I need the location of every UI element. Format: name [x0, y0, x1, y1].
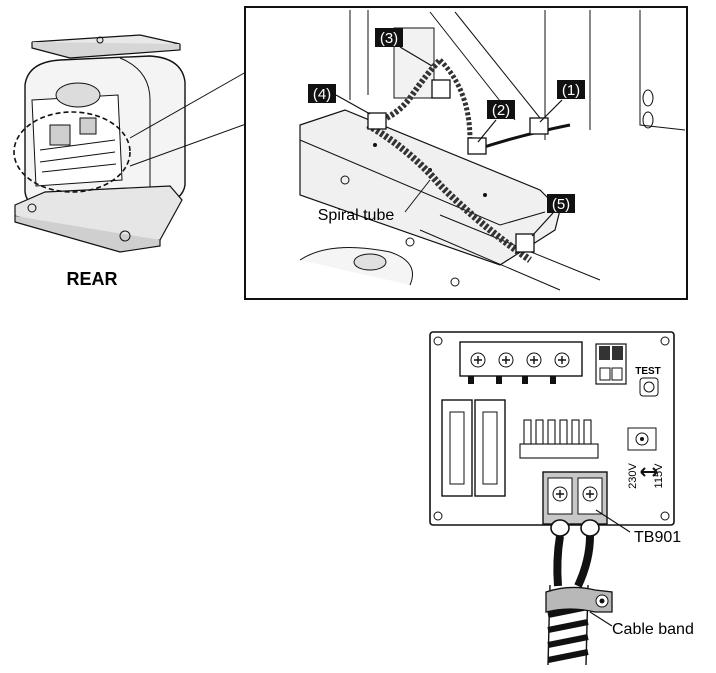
svg-text:(2): (2) — [492, 102, 510, 119]
callout-3: (3) — [375, 28, 433, 67]
test-label: TEST — [635, 366, 661, 377]
unit-rear-illustration — [13, 34, 247, 253]
callout-1: (1) — [539, 80, 585, 123]
double-arrow-icon — [640, 467, 658, 477]
clamp-4 — [367, 112, 387, 130]
relay-1 — [441, 399, 473, 497]
test-button — [639, 377, 659, 397]
svg-text:(4): (4) — [313, 86, 331, 103]
spiral-tube-detail — [244, 6, 688, 300]
rear-label: REAR — [66, 269, 117, 289]
spiral-tube-label: Spiral tube — [318, 207, 395, 224]
voltage-115v-label: 115V — [653, 463, 665, 489]
clamp-3 — [431, 79, 451, 99]
heat-sink — [519, 419, 599, 459]
tb901-label: TB901 — [634, 529, 681, 546]
cable-band — [545, 586, 613, 613]
power-cables — [547, 519, 600, 666]
svg-text:(1): (1) — [562, 82, 580, 99]
callout-4: (4) — [308, 84, 371, 115]
detail-highlight-ellipse — [13, 111, 131, 193]
svg-text:(5): (5) — [552, 196, 570, 213]
svg-text:(3): (3) — [380, 30, 398, 47]
clamp-1 — [529, 117, 549, 135]
voltage-230v-label: 230V — [627, 462, 639, 488]
relay-2 — [474, 399, 506, 497]
callout-2: (2) — [477, 100, 515, 143]
callout-5: (5) — [531, 194, 575, 237]
control-board: TEST 230V 115V — [429, 331, 675, 526]
clamp-5 — [515, 233, 535, 253]
clamp-2 — [467, 137, 487, 155]
cable-band-label: Cable band — [612, 621, 694, 638]
